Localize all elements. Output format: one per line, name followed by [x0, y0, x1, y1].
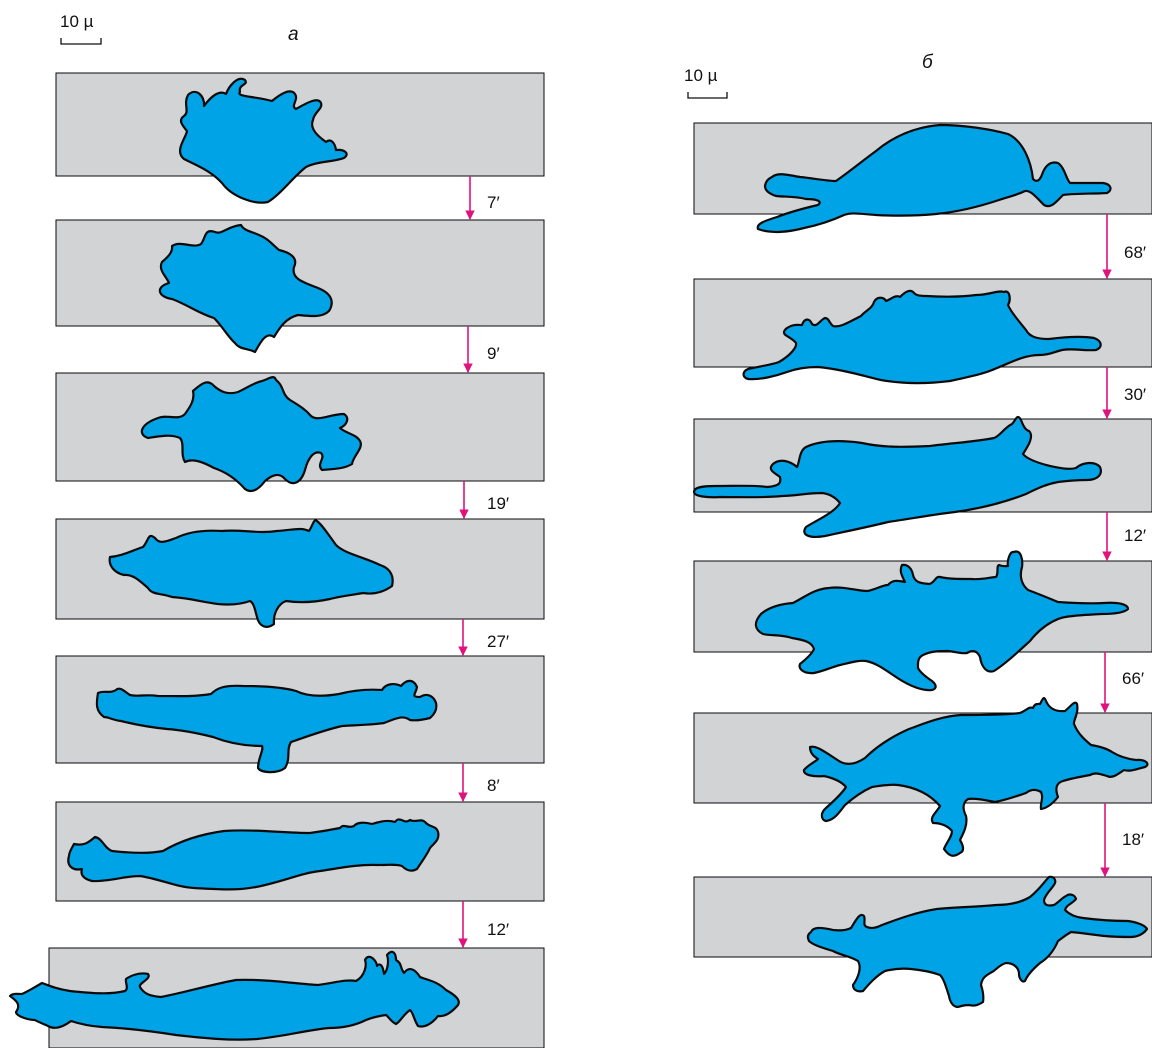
interval-b-5: 18′ [1122, 830, 1144, 849]
interval-a-1: 7′ [487, 193, 500, 212]
interval-b-3: 12′ [1124, 526, 1146, 545]
scale-bar-b: 10 µ [684, 66, 727, 98]
panel-a-label: a [288, 24, 299, 45]
interval-a-5: 8′ [487, 776, 500, 795]
interval-a-6: 12′ [487, 920, 509, 939]
interval-a-3: 19′ [487, 494, 509, 513]
scale-bar-a-label: 10 µ [60, 12, 94, 31]
interval-b-2: 30′ [1124, 385, 1146, 404]
scale-bar-a: 10 µ [60, 12, 101, 44]
interval-a-2: 9′ [487, 344, 500, 363]
interval-a-4: 27′ [487, 632, 509, 651]
scale-bar-b-label: 10 µ [684, 66, 718, 85]
panel-b-label: б [922, 52, 934, 73]
panel-b: 10 µ б 68′ 30′ [684, 52, 1152, 1007]
interval-b-1: 68′ [1124, 243, 1146, 262]
strips-b [694, 123, 1152, 957]
interval-b-4: 66′ [1122, 669, 1144, 688]
panel-a: 10 µ a [10, 12, 544, 1048]
